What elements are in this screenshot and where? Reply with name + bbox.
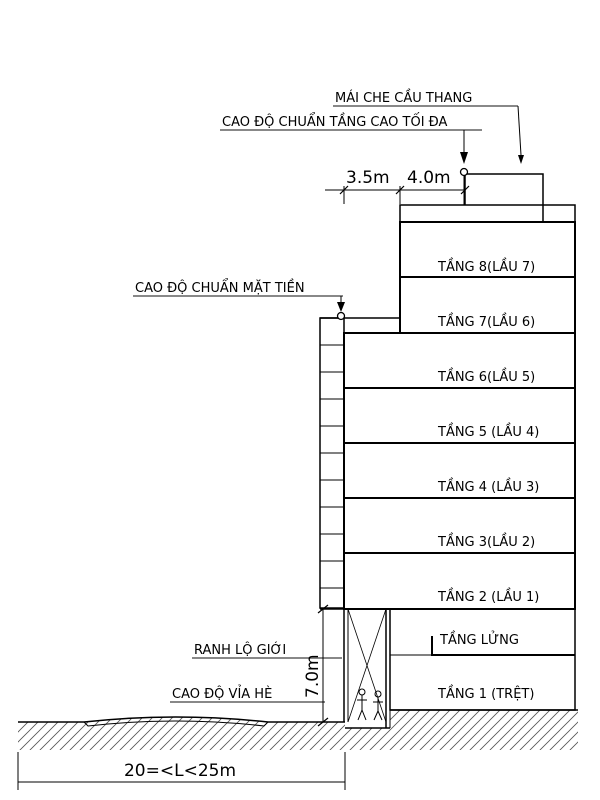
road-width-label: 20=<L<25m (124, 761, 236, 781)
facade-height-label: CAO ĐỘ CHUẨN MẶT TIỀN (135, 279, 305, 296)
stair-roof-block (464, 173, 544, 222)
setback-dimensions: 3.5m 4.0m (325, 168, 470, 204)
floor-label: TẦNG 6(LẦU 5) (437, 368, 535, 385)
floor-label: TẦNG 7(LẦU 6) (437, 313, 535, 330)
sidewalk-curb (83, 720, 269, 727)
floor-label: TẦNG 2 (LẦU 1) (437, 588, 539, 605)
ground (18, 709, 578, 750)
sidewalk-level-label: CAO ĐỘ VỈA HÈ (172, 685, 272, 702)
mezzanine-slab (431, 636, 575, 656)
floor-label: TẦNG 4 (LẦU 3) (437, 478, 539, 495)
road-width-dimension: 20=<L<25m (17, 752, 346, 790)
setback-1-label: 3.5m (346, 168, 390, 188)
facade-strip (319, 317, 345, 609)
max-height-marker (459, 167, 469, 177)
facade-height-callout: CAO ĐỘ CHUẨN MẶT TIỀN (133, 279, 346, 321)
floor-label: TẦNG 3(LẦU 2) (437, 533, 535, 550)
road-boundary-label: RANH LỘ GIỚI (194, 642, 286, 658)
max-height-callout: CAO ĐỘ CHUẨN TẦNG CAO TỐI ĐA (220, 113, 482, 205)
floor-label: TẦNG 5 (LẦU 4) (437, 423, 539, 440)
ground-height-label: 7.0m (303, 654, 323, 698)
facade-strip-ticks (320, 344, 344, 589)
ground-height-dimension: 7.0m (303, 604, 329, 727)
roof-parapet (399, 204, 576, 223)
stair-roof-label: MÁI CHE CẦU THANG (335, 89, 472, 106)
facade-height-marker (336, 311, 346, 321)
floor-label: TẦNG 8(LẦU 7) (437, 258, 535, 275)
floor-label: TẦNG 1 (TRỆT) (437, 685, 534, 702)
people-figures (357, 688, 383, 721)
floor-label: TẦNG LỬNG (439, 631, 519, 648)
stair-roof-callout: MÁI CHE CẦU THANG (333, 89, 524, 164)
max-height-label: CAO ĐỘ CHUẨN TẦNG CAO TỐI ĐA (222, 113, 448, 130)
building (319, 173, 576, 728)
ground-hatch (18, 710, 578, 750)
floor-labels: TẦNG 8(LẦU 7) TẦNG 7(LẦU 6) TẦNG 6(LẦU 5… (437, 258, 539, 702)
setback-2-label: 4.0m (407, 168, 451, 188)
road-boundary-callout: RANH LỘ GIỚI (192, 642, 342, 659)
sidewalk-level-callout: CAO ĐỘ VỈA HÈ (170, 685, 325, 703)
